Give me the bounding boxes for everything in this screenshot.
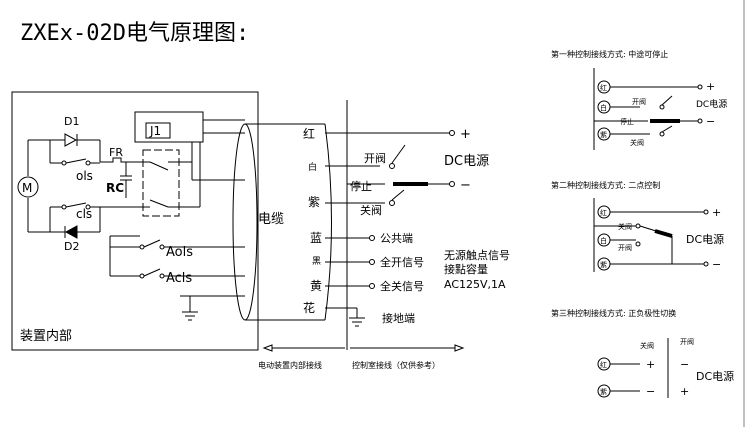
scheme-2-open: 开阀 bbox=[618, 243, 632, 252]
ols-label: ols bbox=[76, 169, 93, 183]
scheme-1-close: 关阀 bbox=[630, 138, 644, 147]
contact-note-line3: AC125V,1A bbox=[444, 278, 506, 291]
acls-label: Acls bbox=[166, 271, 192, 286]
dc-plus: + bbox=[460, 127, 471, 142]
diagram-title: ZXEx-02D电气原理图: bbox=[20, 21, 249, 46]
cls-label: cls bbox=[76, 207, 92, 221]
scheme-2-minus: − bbox=[712, 258, 721, 271]
full-close-label: 全关信号 bbox=[380, 279, 424, 293]
scheme-3-purple: 紫 bbox=[600, 388, 607, 396]
d2-cls-branch: cls D2 bbox=[49, 202, 101, 253]
scheme-2-white: 白 bbox=[600, 236, 607, 245]
scheme-3-purple-plus: + bbox=[680, 385, 689, 398]
scheme-1-open: 开阀 bbox=[632, 97, 646, 106]
scheme-2-plus: + bbox=[712, 206, 721, 219]
scheme-3-close: 关阀 bbox=[640, 341, 654, 350]
scheme-2-purple: 紫 bbox=[600, 261, 607, 269]
cable-label: 电缆 bbox=[258, 211, 284, 227]
wire-white: 白 bbox=[308, 161, 317, 173]
scheme-2: 第二种控制接线方式: 二点控制 红 + 白 关阀 开阀 DC电源 紫 − bbox=[551, 180, 724, 272]
j1-label: J1 bbox=[149, 124, 161, 138]
motor-symbol: M bbox=[17, 139, 50, 233]
scheme-1: 第一种控制接线方式: 中途可停止 红 + 白 开阀 DC电源 停止 − 紫 关阀 bbox=[551, 49, 727, 150]
scheme-2-red: 红 bbox=[600, 208, 607, 217]
internal-cable-wires bbox=[192, 119, 245, 181]
contact-note-line2: 接點容量 bbox=[444, 262, 488, 276]
scheme-3-open: 开阀 bbox=[680, 337, 694, 346]
fr-rc-components: FR RC bbox=[100, 146, 138, 208]
scheme-3-purple-minus: − bbox=[646, 385, 655, 398]
scheme-1-red: 红 bbox=[600, 83, 607, 92]
scheme-3-red: 红 bbox=[600, 360, 607, 369]
fr-label: FR bbox=[109, 146, 123, 159]
j1-relay: J1 bbox=[134, 111, 225, 217]
cable-bundle: 电缆 bbox=[232, 123, 332, 321]
stop-label: 停止 bbox=[350, 179, 372, 193]
dc-minus: − bbox=[460, 178, 471, 193]
wire-yellow: 黄 bbox=[310, 279, 322, 293]
close-valve-label: 关阀 bbox=[360, 203, 382, 217]
wire-color-labels: 红 白 紫 蓝 黑 黄 花 bbox=[303, 126, 322, 315]
scheme-1-title: 第一种控制接线方式: 中途可停止 bbox=[551, 49, 668, 59]
common-label: 公共端 bbox=[380, 232, 413, 245]
open-valve-label: 开阀 bbox=[364, 151, 386, 165]
scheme-1-power: DC电源 bbox=[696, 98, 727, 110]
device-interior-box: 装置内部 bbox=[11, 91, 259, 351]
control-room-wiring: + 开阀 DC电源 停止 − 关阀 公共端 全开信号 全关信号 无源触点信号 接… bbox=[325, 127, 510, 327]
wire-purple: 紫 bbox=[308, 195, 320, 209]
wire-black: 黑 bbox=[312, 256, 321, 267]
aux-contacts: Aols Acls bbox=[109, 235, 245, 321]
scheme-3: 第三种控制接线方式: 正负极性切换 关阀 开阀 红 + − DC电源 紫 − + bbox=[551, 308, 734, 398]
d1-label: D1 bbox=[64, 115, 79, 128]
scheme-1-white: 白 bbox=[600, 103, 607, 112]
scheme-1-purple: 紫 bbox=[600, 131, 607, 139]
device-interior-label: 装置内部 bbox=[20, 328, 72, 344]
ground-label: 接地端 bbox=[382, 312, 415, 325]
scheme-1-plus: + bbox=[706, 80, 715, 93]
rc-label: RC bbox=[106, 181, 124, 195]
contact-note-line1: 无源触点信号 bbox=[444, 248, 510, 262]
wire-blue: 蓝 bbox=[310, 231, 322, 245]
control-room-label: 控制室接线（仅供参考） bbox=[352, 360, 440, 370]
scheme-1-minus: − bbox=[706, 115, 715, 128]
motor-label: M bbox=[22, 181, 32, 195]
scheme-3-title: 第三种控制接线方式: 正负极性切换 bbox=[551, 308, 676, 318]
d1-ols-branch: D1 ols bbox=[49, 115, 101, 183]
scheme-3-red-plus: + bbox=[646, 358, 655, 371]
wire-red: 红 bbox=[303, 126, 315, 141]
aols-label: Aols bbox=[166, 245, 193, 260]
scheme-2-title: 第二种控制接线方式: 二点控制 bbox=[551, 180, 660, 190]
scheme-3-power: DC电源 bbox=[696, 369, 734, 383]
d2-label: D2 bbox=[64, 240, 79, 253]
wire-pattern: 花 bbox=[303, 300, 315, 315]
scheme-3-red-minus: − bbox=[680, 358, 689, 371]
bottom-legend: 电动装置内部接线 控制室接线（仅供参考） bbox=[258, 344, 465, 370]
internal-wiring-label: 电动装置内部接线 bbox=[258, 360, 322, 370]
full-open-label: 全开信号 bbox=[380, 255, 424, 269]
scheme-2-power: DC电源 bbox=[686, 232, 724, 246]
dc-power-label: DC电源 bbox=[444, 154, 489, 169]
